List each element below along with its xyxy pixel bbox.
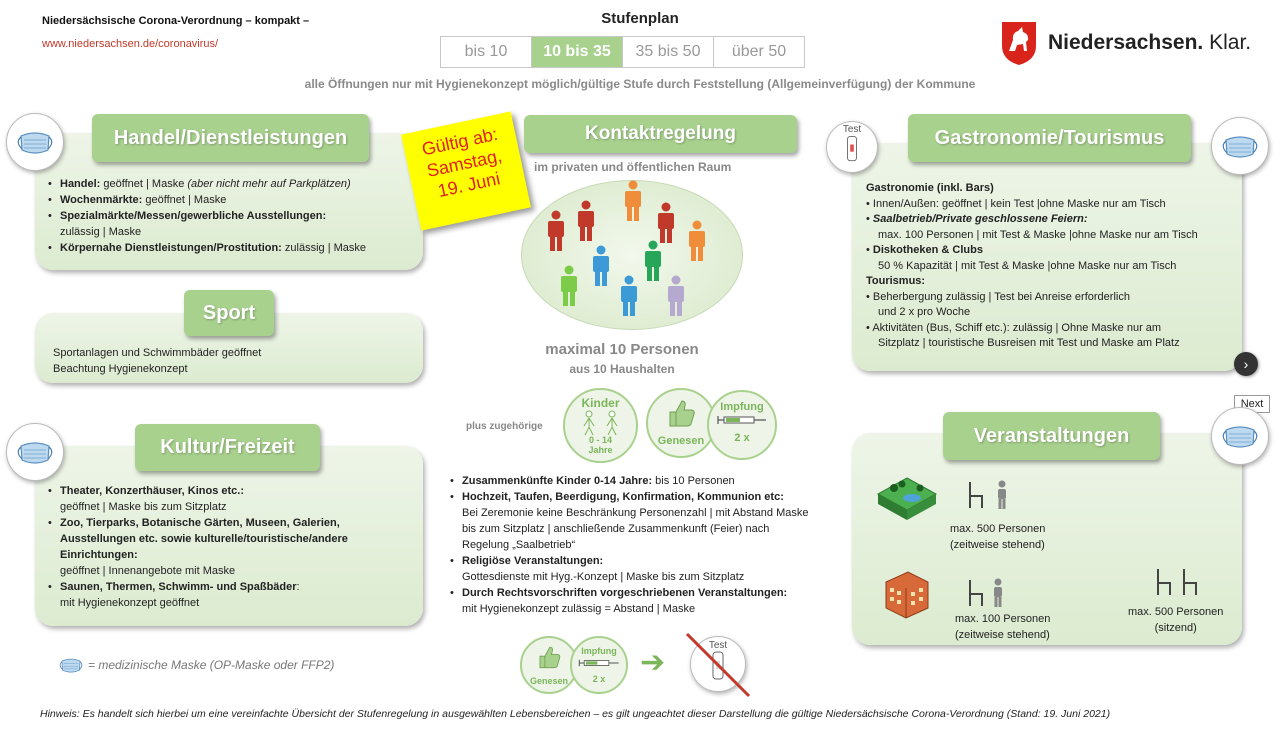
- kontakt-list: Zusammenkünfte Kinder 0-14 Jahre: bis 10…: [450, 473, 815, 617]
- list-item: Spezialmärkte/Messen/gewerbliche Ausstel…: [48, 208, 418, 240]
- medical-mask-icon: [17, 442, 53, 464]
- kontakt-subheading: im privaten und öffentlichen Raum: [534, 160, 732, 174]
- list-item: Religiöse Veranstaltungen:Gottesdienste …: [450, 553, 815, 585]
- children-icon: [583, 410, 617, 436]
- max-personen: maximal 10 Personen: [545, 341, 699, 358]
- list-item: Durch Rechtsvorschriften vorgeschriebene…: [450, 585, 815, 617]
- veranst-indoor-standing-text: max. 100 Personen (zeitweise stehend): [955, 613, 1051, 641]
- sport-text: Sportanlagen und Schwimmbäder geöffnet B…: [53, 347, 262, 375]
- syringe-icon: [578, 659, 619, 667]
- handel-heading: Handel/Dienstleistungen: [92, 114, 369, 162]
- handel-list: Handel: geöffnet | Maske (aber nicht meh…: [48, 176, 418, 256]
- chair-person-icon: [969, 480, 1006, 509]
- tab-ueber-50[interactable]: über 50: [731, 43, 787, 60]
- kinder-badge: Kinder 0 - 14 Jahre: [563, 388, 638, 463]
- thumbs-up-icon: [539, 646, 561, 669]
- niedersachsen-logo: Niedersachsen. Klar.: [1000, 20, 1251, 66]
- gastro-heading: Gastronomie/Tourismus: [908, 114, 1191, 162]
- list-item: Sitzplatz | touristische Busreisen mit T…: [878, 337, 1180, 349]
- list-item: • Saalbetrieb/Private geschlossene Feier…: [866, 213, 1088, 225]
- list-item: Tourismus:: [866, 275, 926, 287]
- logo-text-rest: Klar.: [1209, 31, 1252, 54]
- kultur-mask-badge: [6, 423, 64, 481]
- outdoor-park-icon: [876, 477, 938, 520]
- arrow-icon: ➔: [640, 646, 666, 679]
- strike-through-icon: [685, 632, 751, 698]
- veranst-outdoor-text: max. 500 Personen (zeitweise stehend): [950, 523, 1046, 551]
- list-item: 50 % Kapazität | mit Test & Maske |ohne …: [878, 259, 1177, 272]
- website-link[interactable]: www.niedersachsen.de/coronavirus/: [42, 38, 219, 50]
- footer-note: Hinweis: Es handelt sich hierbei um eine…: [40, 708, 1111, 720]
- veranst-heading: Veranstaltungen: [943, 412, 1160, 460]
- test-kit-icon: [847, 135, 857, 162]
- next-button[interactable]: ›: [1234, 352, 1258, 376]
- kultur-list: Theater, Konzerthäuser, Kinos etc.:geöff…: [48, 483, 378, 611]
- list-item: • Aktivitäten (Bus, Schiff etc.): zuläss…: [866, 321, 1162, 334]
- list-item: Körpernahe Dienstleistungen/Prostitution…: [48, 240, 418, 256]
- medical-mask-icon: [59, 658, 83, 673]
- veranst-mask-badge: [1211, 407, 1269, 465]
- list-item: Zoo, Tierparks, Botanische Gärten, Musee…: [48, 515, 378, 579]
- gastro-test-badge: Test: [826, 121, 878, 173]
- impfung-badge: Impfung 2 x: [707, 390, 777, 460]
- list-item: Saunen, Thermen, Schwimm- und Spaßbäder:…: [48, 579, 378, 611]
- list-item: Wochenmärkte: geöffnet | Maske: [48, 192, 418, 208]
- hygiene-subline: alle Öffnungen nur mit Hygienekonzept mö…: [304, 77, 976, 91]
- handel-mask-badge: [6, 113, 64, 171]
- genesen-badge: Genesen: [646, 388, 716, 458]
- gueltig-ab-note: Gültig ab: Samstag, 19. Juni: [401, 111, 531, 231]
- list-item: max. 100 Personen | mit Test & Maske |oh…: [878, 228, 1198, 241]
- kultur-heading: Kultur/Freizeit: [135, 424, 320, 471]
- list-item: • Innen/Außen: geöffnet | kein Test |ohn…: [866, 197, 1166, 210]
- medical-mask-icon: [1222, 426, 1258, 448]
- kontakt-heading: Kontaktregelung: [524, 115, 797, 153]
- veranst-indoor-sitting-text: max. 500 Personen (sitzend): [1128, 606, 1224, 634]
- list-item: Gastronomie (inkl. Bars): [866, 182, 994, 194]
- tab-35-bis-50[interactable]: 35 bis 50: [623, 37, 714, 67]
- gastro-panel: [852, 143, 1242, 371]
- impfung-badge-small: Impfung 2 x: [570, 636, 628, 694]
- list-item: und 2 x pro Woche: [878, 306, 971, 318]
- gastro-mask-badge: [1211, 117, 1269, 175]
- mask-note: = medizinische Maske (OP-Maske oder FFP2…: [88, 658, 335, 672]
- sport-heading: Sport: [184, 290, 274, 336]
- building-icon: [885, 571, 929, 619]
- syringe-icon: [717, 416, 766, 424]
- stufenplan-title: Stufenplan: [601, 10, 679, 27]
- list-item: Hochzeit, Taufen, Beerdigung, Konfirmati…: [450, 489, 815, 553]
- medical-mask-icon: [1222, 136, 1258, 158]
- stufen-tabs: bis 10 10 bis 35 35 bis 50 über 50: [440, 36, 805, 68]
- document-title: Niedersächsische Corona-Verordnung – kom…: [42, 15, 310, 27]
- list-item: Zusammenkünfte Kinder 0-14 Jahre: bis 10…: [450, 473, 815, 489]
- tab-bis-10[interactable]: bis 10: [441, 37, 532, 67]
- list-item: • Beherbergung zulässig | Test bei Anrei…: [866, 290, 1130, 303]
- list-item: Theater, Konzerthäuser, Kinos etc.:geöff…: [48, 483, 378, 515]
- horse-shield-icon: [1002, 22, 1036, 65]
- list-item: Handel: geöffnet | Maske (aber nicht meh…: [48, 176, 418, 192]
- logo-text-bold: Niedersachsen.: [1048, 31, 1204, 54]
- aus-haushalten: aus 10 Haushalten: [569, 362, 675, 376]
- list-item: • Diskotheken & Clubs: [866, 244, 983, 256]
- chair-person-icon: [969, 578, 1002, 607]
- medical-mask-icon: [17, 132, 53, 154]
- plus-zugehoerige: plus zugehörige: [466, 421, 543, 432]
- chairs-icon: [1157, 569, 1197, 595]
- tab-10-bis-35[interactable]: 10 bis 35: [532, 37, 623, 67]
- people-group-icon: [548, 180, 705, 316]
- thumbs-up-icon: [669, 400, 695, 427]
- gastro-list: Gastronomie (inkl. Bars) • Innen/Außen: …: [866, 181, 1238, 352]
